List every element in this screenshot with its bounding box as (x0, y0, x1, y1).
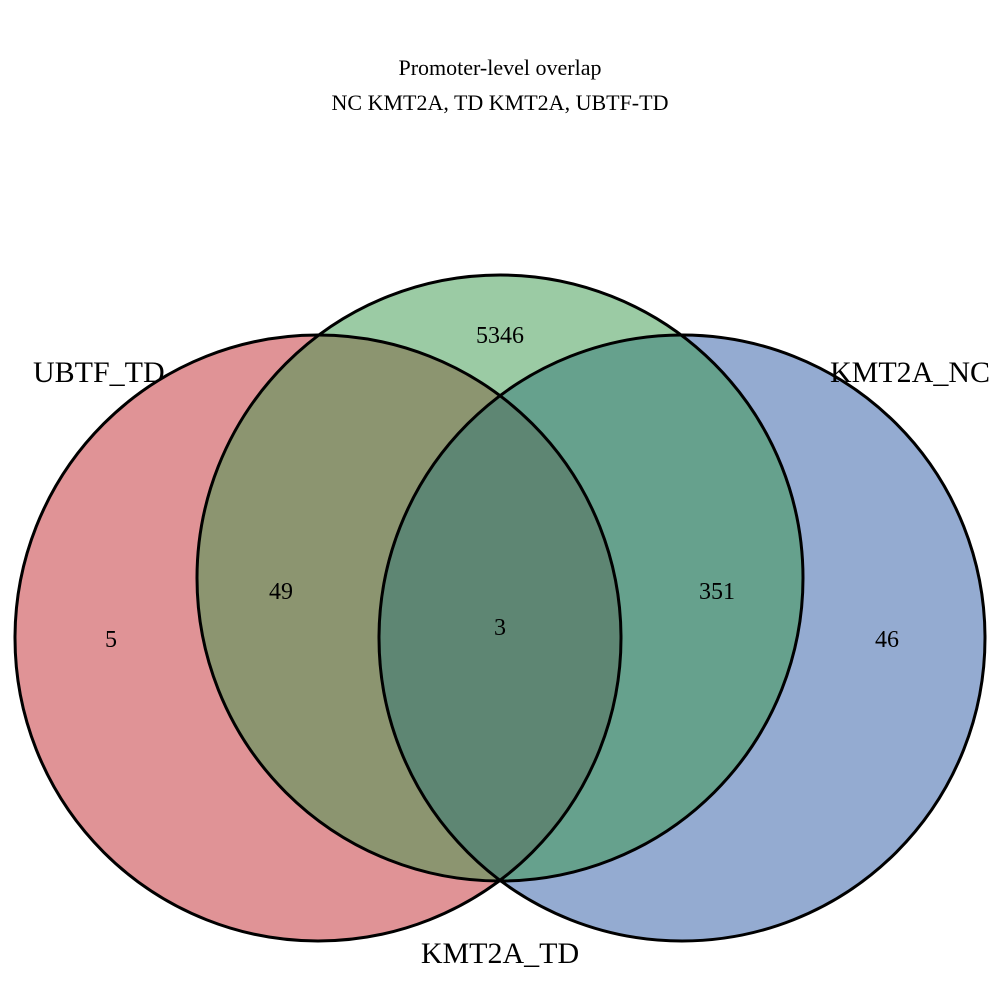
kmt2a-td-outline (195, 273, 805, 883)
region-count-ubtf-td-only: 5 (105, 627, 117, 653)
kmt2a-td-circle (197, 275, 803, 881)
set-label-ubtf-td: UBTF_TD (33, 356, 165, 389)
region-count-kmt2a-td-only: 5346 (476, 323, 524, 349)
set-label-kmt2a-td: KMT2A_TD (421, 937, 579, 970)
region-count-kmt2a-nc-only: 46 (875, 627, 899, 653)
region-count-ubtf-td-and-kmt2a-td: 49 (269, 579, 293, 605)
title-line-1: Promoter-level overlap (399, 55, 602, 80)
title-line-2: NC KMT2A, TD KMT2A, UBTF-TD (332, 90, 669, 115)
set-label-kmt2a-nc: KMT2A_NC (830, 356, 990, 389)
region-count-all-three: 3 (494, 615, 506, 641)
region-count-kmt2a-td-and-kmt2a-nc: 351 (699, 579, 735, 605)
